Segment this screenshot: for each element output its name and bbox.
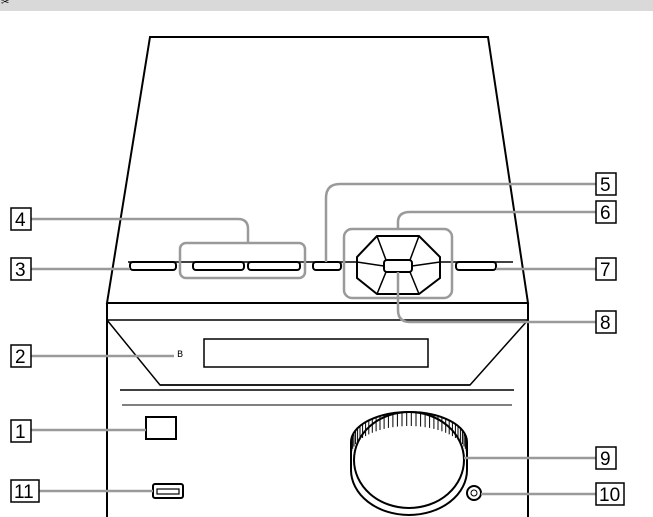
svg-text:8: 8 [600, 313, 611, 334]
callout-9: 9 [595, 446, 617, 470]
callout-5: 5 [595, 172, 617, 196]
svg-text:4: 4 [15, 210, 26, 231]
device-body [105, 36, 530, 517]
svg-text:3: 3 [15, 260, 26, 281]
callout-6: 6 [595, 200, 617, 224]
svg-text:6: 6 [600, 203, 611, 224]
top-controls [128, 235, 513, 295]
callout-4: 4 [10, 207, 32, 231]
callout-leaders [30, 182, 596, 496]
volume-knob-face [353, 411, 465, 509]
callout-10: 10 [595, 482, 625, 506]
remote-sensor-mark: B [177, 350, 183, 360]
callout-2: 2 [10, 344, 32, 368]
callout-1: 1 [10, 419, 32, 443]
callout-3: 3 [10, 257, 32, 281]
callout-labels: 1 2 3 4 5 6 7 8 9 10 11 [10, 172, 625, 506]
power-button [145, 416, 177, 440]
svg-text:1: 1 [15, 422, 26, 443]
button-5 [312, 261, 342, 271]
svg-text:2: 2 [15, 347, 26, 368]
volume-knob-ridges [350, 412, 468, 456]
button-4a [192, 261, 245, 271]
callout-11: 11 [10, 479, 40, 503]
button-3 [129, 261, 177, 271]
scissors-icon: ✂ [1, 0, 10, 8]
callout-7: 7 [595, 257, 617, 281]
svg-text:11: 11 [14, 482, 34, 503]
button-7 [455, 261, 497, 271]
svg-text:7: 7 [600, 260, 611, 281]
page-header-bar: ✂ [0, 0, 653, 11]
button-4b [247, 261, 301, 271]
svg-text:5: 5 [600, 175, 611, 196]
nav-center-button [383, 259, 413, 273]
svg-text:10: 10 [599, 485, 620, 506]
callout-8: 8 [595, 310, 617, 334]
svg-text:9: 9 [600, 449, 611, 470]
front-controls [145, 411, 482, 516]
